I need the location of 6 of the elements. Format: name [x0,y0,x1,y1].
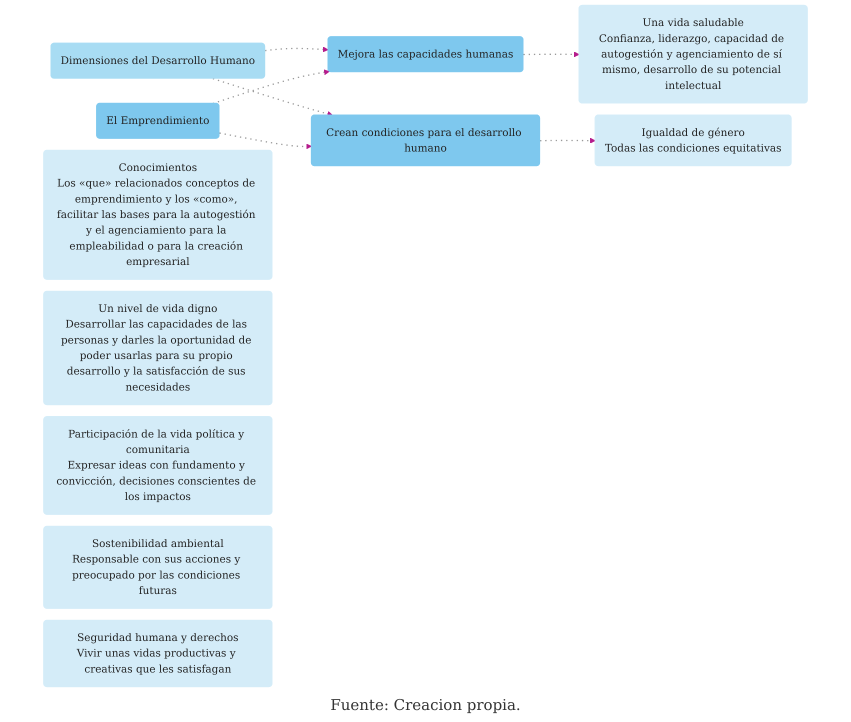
arrow [212,78,333,117]
arrow [265,46,328,52]
arrow [523,52,580,58]
caption: Fuente: Creacion propia. [330,695,521,716]
arrow [540,138,596,144]
arrow [219,132,312,150]
